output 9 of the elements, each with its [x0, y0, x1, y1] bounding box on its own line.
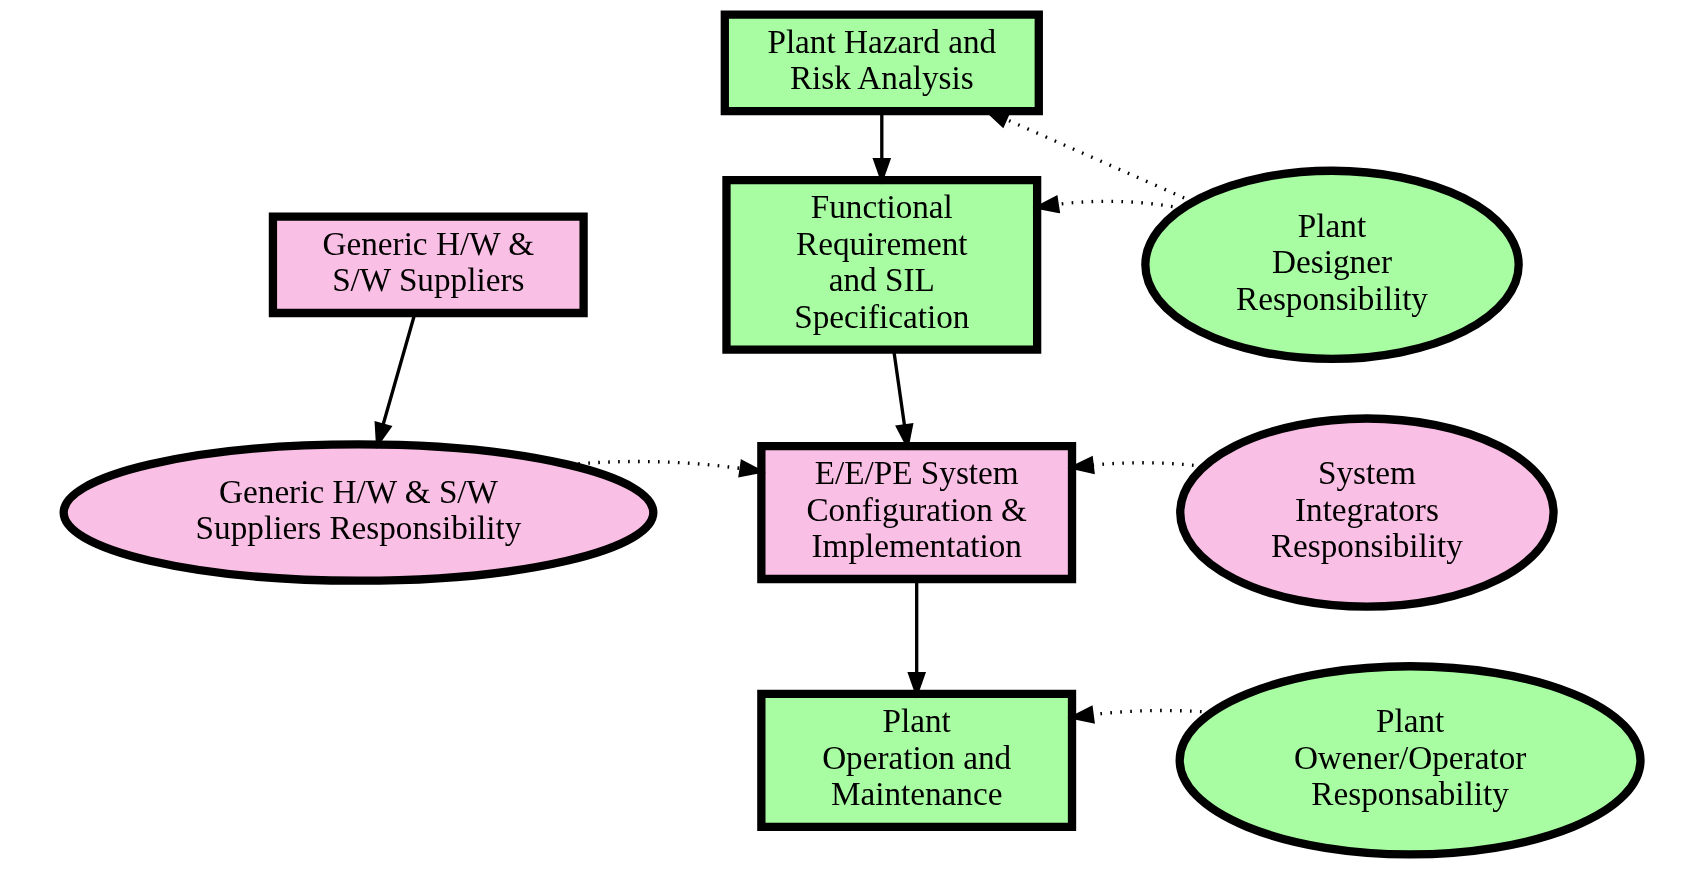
node-ellipse: Plant Owener/Operator Responsability	[1175, 662, 1645, 859]
node-ellipse: Generic H/W & S/W Suppliers Responsibility	[59, 440, 657, 585]
node-ellipse: System Integrators Responsibility	[1175, 414, 1558, 611]
node-box: Generic H/W & S/W Suppliers	[268, 212, 588, 318]
node-box: Functional Requirement and SIL Specification	[721, 175, 1041, 354]
node-ellipse: Plant Designer Responsibility	[1140, 166, 1523, 364]
node-box: Plant Operation and Maintenance	[756, 689, 1076, 831]
node-box: Plant Hazard and Risk Analysis	[720, 10, 1043, 116]
node-box: E/E/PE System Configuration & Implementation	[756, 441, 1076, 584]
